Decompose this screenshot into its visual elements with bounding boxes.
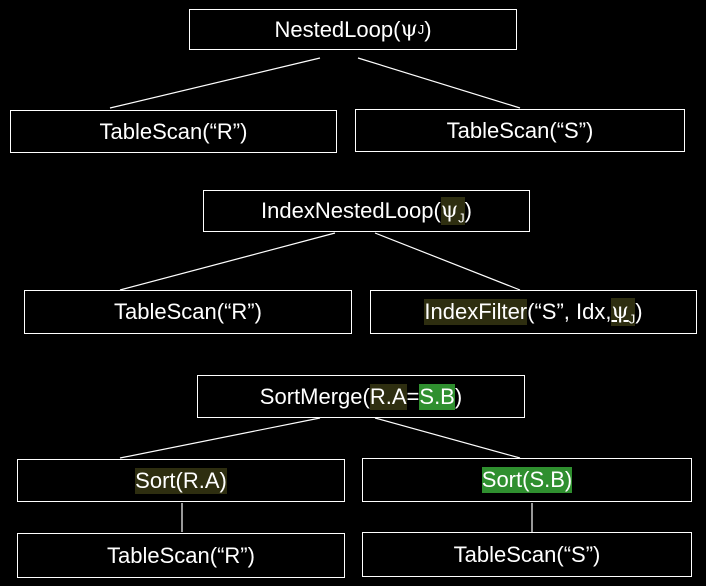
edge-nl-left	[109, 57, 321, 109]
edge-sm-right	[374, 417, 521, 459]
tablescan-s-label: TableScan(“S”)	[453, 541, 601, 567]
left-key-highlight: R.A	[369, 383, 407, 410]
tablescan-r-label: TableScan(“R”)	[114, 299, 262, 324]
index-filter-args: (“S”, Idx,	[527, 299, 612, 324]
edge-sm-left	[119, 417, 321, 459]
psi-subscript: J	[458, 210, 465, 226]
sort-merge-node: SortMerge(R.A=S.B)	[197, 375, 525, 418]
tablescan-r-node-3: TableScan(“R”)	[17, 533, 345, 578]
sort-merge-label: SortMerge(	[259, 383, 370, 409]
index-nested-loop-label: IndexNestedLoop(	[261, 198, 441, 223]
psi-subscript: J	[417, 22, 425, 37]
tablescan-r-label: TableScan(“R”)	[107, 542, 255, 568]
psi-symbol: ψ	[440, 197, 459, 223]
tablescan-s-node: TableScan(“S”)	[355, 109, 685, 152]
psi-symbol: ψ	[400, 17, 418, 42]
close-paren: )	[454, 383, 463, 409]
tablescan-r-node-2: TableScan(“R”)	[24, 290, 352, 334]
close-paren: )	[635, 299, 643, 324]
psi-subscript: J	[628, 311, 636, 327]
index-filter-highlight: IndexFilter	[424, 299, 528, 325]
edge-nl-right	[357, 57, 521, 109]
nested-loop-label: NestedLoop(	[274, 16, 401, 42]
sort-sb-label: Sort(S.B)	[481, 467, 573, 493]
psi-symbol: ψ	[611, 298, 629, 324]
tablescan-r-label: TableScan(“R”)	[99, 118, 248, 144]
psi-highlight: ψJ	[611, 297, 636, 327]
equals-sign: =	[406, 383, 420, 409]
right-key-highlight: S.B	[419, 383, 455, 410]
close-paren: )	[424, 16, 432, 42]
tablescan-s-node-3: TableScan(“S”)	[362, 532, 692, 577]
index-filter-node: IndexFilter(“S”, Idx, ψJ)	[370, 290, 697, 334]
edge-inl-left	[119, 232, 336, 291]
sort-sb-node: Sort(S.B)	[362, 458, 692, 502]
index-nested-loop-node: IndexNestedLoop(ψJ)	[203, 190, 530, 232]
sort-ra-label: Sort(R.A)	[135, 467, 227, 494]
close-paren: )	[464, 198, 472, 223]
tablescan-s-label: TableScan(“S”)	[446, 117, 594, 143]
psi-highlight: ψJ	[440, 196, 465, 226]
sort-ra-node: Sort(R.A)	[17, 459, 345, 502]
edge-inl-right	[374, 232, 521, 291]
tablescan-r-node: TableScan(“R”)	[10, 110, 337, 153]
